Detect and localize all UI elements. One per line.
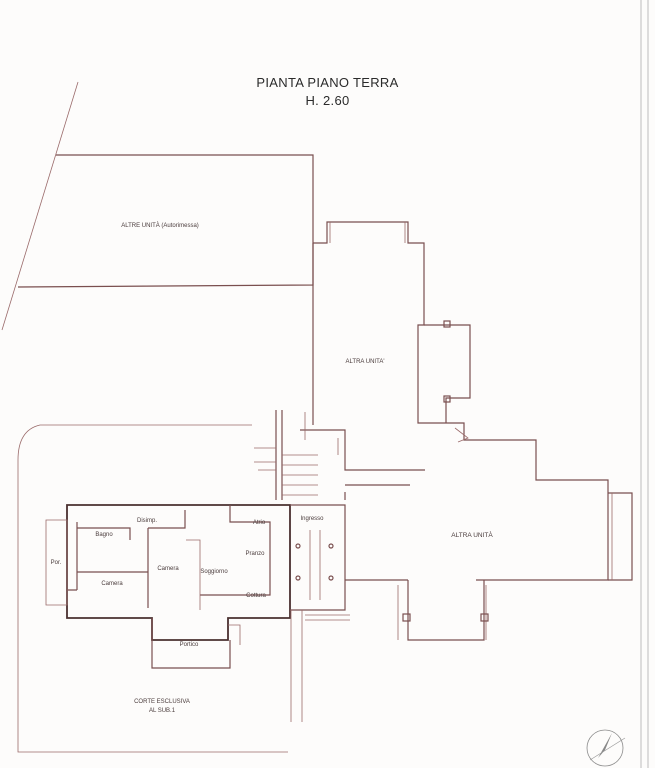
corridor-lines [309,530,321,600]
interior-walls [77,505,271,608]
column-marker [443,395,451,403]
room-label-soggiorno: Soggiorno [200,569,228,575]
interior-thin-walls [186,539,201,610]
column-marker [402,613,411,622]
plan-title: PIANTA PIANO TERRA [256,75,399,90]
fixture [295,543,301,549]
room-label-corte-line1: CORTE ESCLUSIVA [134,699,190,705]
bottom-box-sides [397,585,487,640]
right-appendage [608,492,633,581]
room-label-bagno: Bagno [95,532,113,538]
notch [454,427,469,443]
threshold [305,614,350,621]
altra-unita-bay [424,324,471,423]
room-label-camera-left: Camera [101,581,123,587]
fixture [328,575,334,581]
access-path [290,610,303,722]
room-label-altra-unita-top: ALTRA UNITA' [346,359,385,365]
room-label-portico-left: Por. [51,560,62,566]
room-label-camera-mid: Camera [157,566,179,572]
altra-unita-bottom-box [407,580,485,641]
apartment-left-wall [67,522,78,591]
room-label-atrio: Atrio [253,520,266,526]
ingresso-outline [290,504,346,611]
stair-rail [254,447,276,471]
room-label-ingresso: Ingresso [300,516,324,522]
entry-walls [300,429,425,500]
room-label-pranzo: Pranzo [245,551,265,557]
courtyard-outline [17,424,288,753]
left-porch [45,519,68,606]
room-label-altra-unita-right: ALTRA UNITÀ [451,530,493,539]
fixture [295,575,301,581]
apartment-outline [66,504,291,641]
column-marker [480,613,489,622]
garage-outline [17,154,314,288]
north-arrow-icon [586,729,626,767]
room-label-corte-line2: AL SUB.1 [149,708,176,714]
room-label-portico: Portico [180,642,199,648]
plan-height: H. 2.60 [305,93,350,108]
property-boundary-line [1,81,79,331]
portico-outline [151,618,231,669]
fixture [328,543,334,549]
altra-unita-outline [313,221,609,581]
stair-steps [282,454,318,496]
column-marker [443,320,451,328]
altra-unita-balcony [329,222,406,243]
stair-wall [275,410,283,500]
room-label-altre-unita: ALTRE UNITÀ (Autorimessa) [121,222,199,229]
entry-lines [304,412,339,455]
room-label-disimp: Disimp. [137,518,157,524]
room-label-cottura: Cottura [246,593,266,599]
portico-step [228,624,241,645]
